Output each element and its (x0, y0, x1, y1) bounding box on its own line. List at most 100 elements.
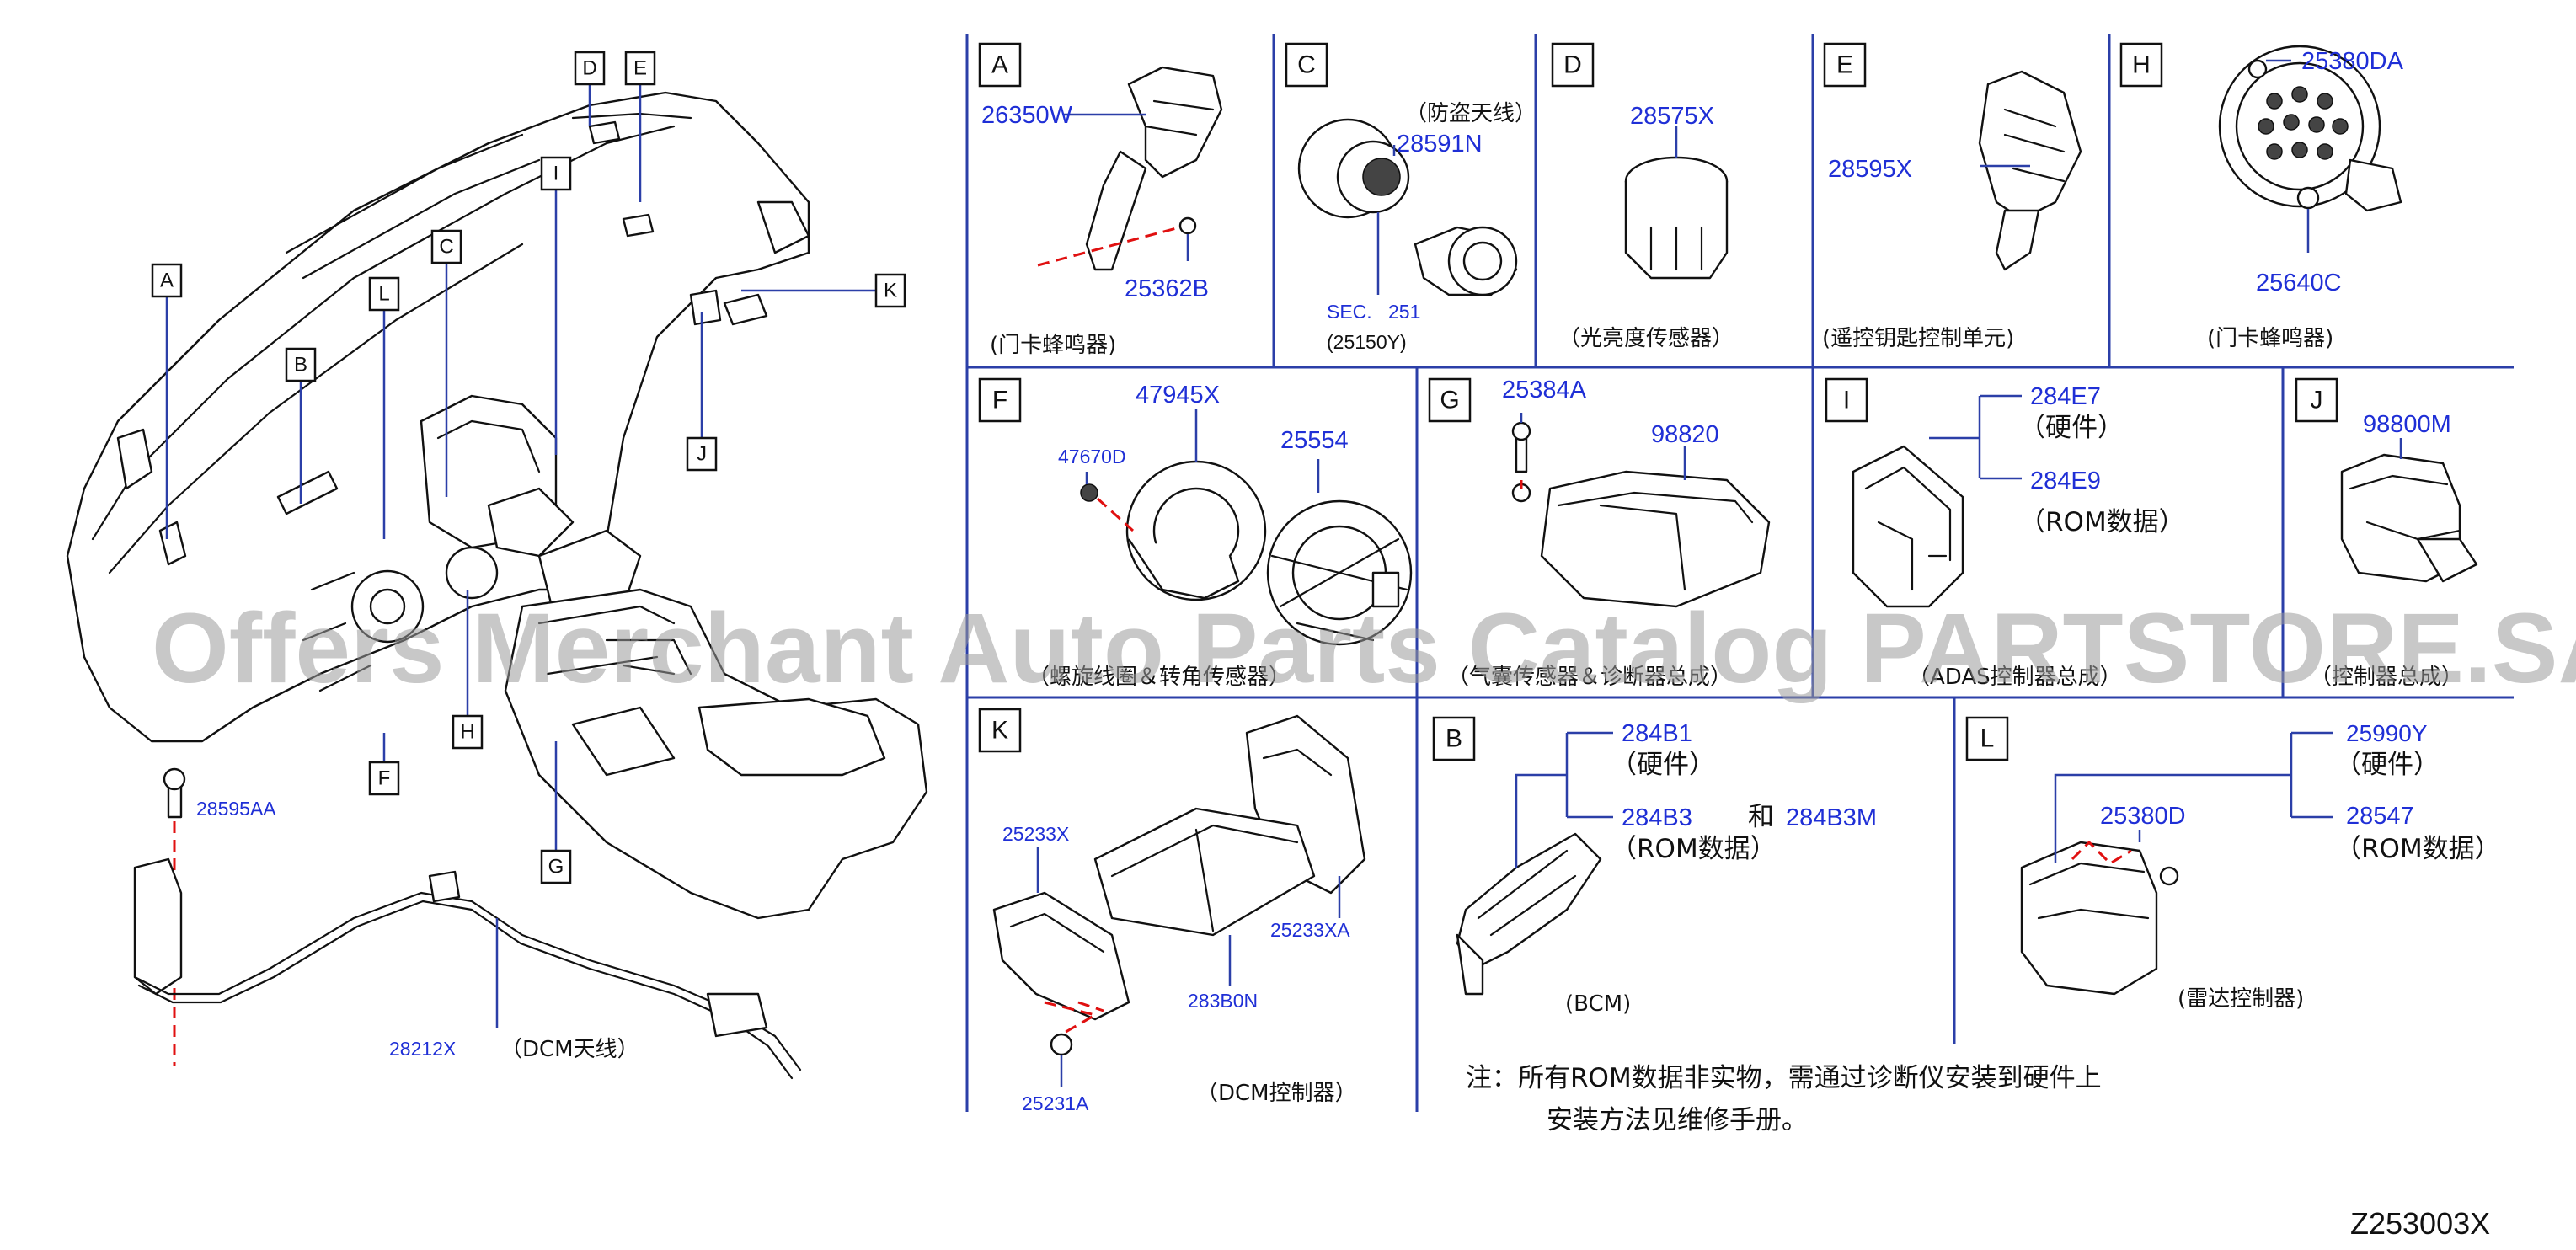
pn-284E9: 284E9 (2030, 467, 2101, 494)
caption-H: (门卡蜂鸣器) (2207, 326, 2333, 351)
svg-text:F: F (378, 767, 391, 790)
svg-text:J: J (697, 443, 707, 466)
pn-25231A: 25231A (1022, 1092, 1089, 1114)
pn-26350W: 26350W (981, 102, 1073, 129)
pn-25384A: 25384A (1502, 377, 1587, 403)
label-box-C: C (430, 229, 462, 264)
label-box-I: I (540, 156, 572, 191)
svg-text:E: E (633, 57, 647, 80)
svg-text:G: G (548, 856, 564, 879)
panel-dividers (965, 34, 2514, 1112)
sec-ref: (25150Y) (1327, 331, 1407, 353)
svg-text:A: A (991, 51, 1008, 79)
panel-I: I 284E7 （硬件） 284E9 （ROM数据） （ADAS控制器总成） (1825, 377, 2185, 690)
pn-28591N: 28591N (1397, 131, 1483, 158)
label-box-A: A (151, 263, 183, 298)
svg-text:G: G (1440, 387, 1459, 414)
diagram-code: Z253003X (2350, 1206, 2490, 1241)
label-box-K: K (874, 273, 906, 308)
svg-text:F: F (992, 387, 1007, 414)
pn-28575X: 28575X (1630, 103, 1714, 130)
and-B: 和 (1748, 802, 1774, 832)
panel-E: E 28595X (遥控钥匙控制单元) (1822, 42, 2082, 351)
pn-25362B: 25362B (1125, 275, 1209, 302)
hw-B: （硬件） (1611, 750, 1715, 780)
caption-dcm-antenna: （DCM天线） (500, 1037, 639, 1062)
caption-B: (BCM) (1565, 991, 1631, 1017)
panel-G: G 25384A 98820 （气囊传感器＆诊断器总成） (1428, 377, 1771, 690)
svg-text:I: I (553, 163, 559, 185)
hw-I: （硬件） (2019, 413, 2124, 443)
rom-I: （ROM数据） (2019, 507, 2185, 537)
pn-28595X: 28595X (1828, 156, 1912, 183)
label-box-G: G (540, 849, 572, 884)
caption-F: （螺旋线圈＆转角传感器） (1028, 665, 1291, 690)
hw-L: （硬件） (2335, 750, 2440, 780)
panel-H: H 25380DA 25640C (门卡蜂鸣器) (2119, 42, 2404, 351)
pn-25990Y: 25990Y (2346, 720, 2428, 746)
svg-text:L: L (1980, 725, 1995, 753)
dcm-antenna-assembly: 28595AA 28212X （DCM天线） (133, 767, 802, 1080)
sec-text: SEC. (1327, 301, 1372, 323)
pn-25640C: 25640C (2256, 270, 2342, 296)
buzzer-holes (2258, 86, 2349, 160)
pn-284B1: 284B1 (1622, 720, 1692, 747)
svg-text:J: J (2311, 387, 2323, 414)
caption-I: （ADAS控制器总成） (1908, 665, 2122, 690)
pn-25380DA: 25380DA (2301, 48, 2404, 75)
label-box-H: H (452, 714, 484, 750)
label-box-D: D (574, 51, 606, 86)
pn-25233XA: 25233XA (1270, 919, 1350, 941)
panel-K: K 25233X 25233XA 283B0N 25231A （DCM控制器） (978, 708, 1366, 1114)
panel-C: C （防盗天线） 28591N SEC. 251 (25150Y) (1285, 42, 1537, 353)
overview-leaders (165, 84, 876, 851)
pn-25554: 25554 (1280, 427, 1349, 454)
caption-A: (门卡蜂鸣器) (990, 333, 1116, 358)
pn-284B3M: 284B3M (1786, 804, 1877, 831)
panel-D: D 28575X （光亮度传感器） (1551, 42, 1734, 351)
svg-text:C: C (1297, 51, 1316, 79)
svg-text:I: I (1843, 387, 1850, 414)
caption-G: （气囊传感器＆诊断器总成） (1447, 665, 1732, 690)
pn-25380D: 25380D (2100, 803, 2186, 830)
label-box-J: J (686, 436, 718, 472)
svg-text:E: E (1836, 51, 1853, 79)
svg-text:H: H (2132, 51, 2151, 79)
caption-L: (雷达控制器) (2178, 986, 2304, 1012)
pn-283B0N: 283B0N (1188, 990, 1258, 1012)
svg-text:D: D (1563, 51, 1582, 79)
rom-note: 注：所有ROM数据非实物，需通过诊断仪安装到硬件上 安装方法见维修手册。 (1466, 1063, 2102, 1135)
panel-L: L 25990Y （硬件） 28547 （ROM数据） 25380D (雷达控制… (1965, 716, 2501, 1012)
pn-284E7: 284E7 (2030, 383, 2101, 410)
rom-L: （ROM数据） (2335, 834, 2501, 864)
panel-J: J 98800M （控制器总成） (2295, 377, 2478, 690)
caption-C-top: （防盗天线） (1405, 101, 1537, 126)
label-box-B: B (285, 347, 317, 382)
pn-28212X: 28212X (389, 1038, 456, 1060)
svg-text:L: L (378, 283, 389, 306)
label-box-L: L (368, 276, 400, 312)
svg-text:K: K (991, 717, 1008, 745)
panel-A: A 26350W 25362B (门卡蜂鸣器) (978, 42, 1223, 358)
label-box-F: F (368, 761, 400, 796)
note-line-1: 注：所有ROM数据非实物，需通过诊断仪安装到硬件上 (1466, 1063, 2102, 1093)
pn-284B3: 284B3 (1622, 804, 1692, 831)
pn-28595AA: 28595AA (196, 798, 276, 820)
svg-text:A: A (160, 270, 174, 292)
pn-47670D: 47670D (1058, 446, 1126, 467)
svg-text:C: C (439, 236, 453, 259)
svg-text:B: B (294, 354, 307, 377)
svg-text:H: H (460, 721, 474, 744)
pn-25233X: 25233X (1002, 823, 1069, 845)
caption-J: （控制器总成） (2310, 665, 2463, 690)
caption-K: （DCM控制器） (1196, 1081, 1357, 1106)
sec-number: 251 (1388, 301, 1420, 323)
panel-B: B 284B1 （硬件） 284B3 和 284B3M （ROM数据） (BCM… (1432, 716, 1877, 1017)
pn-47945X: 47945X (1136, 382, 1220, 409)
watermark: Offers Merchant Auto Parts Catalog PARTS… (152, 593, 2576, 704)
overview-letter-boxes: A B C D E F G H I J K L (151, 51, 906, 884)
caption-D: （光亮度传感器） (1558, 326, 1734, 351)
pn-98820: 98820 (1651, 421, 1719, 448)
panel-F: F 47945X 25554 47670D （螺旋线圈＆转角传感器） (978, 377, 1413, 690)
